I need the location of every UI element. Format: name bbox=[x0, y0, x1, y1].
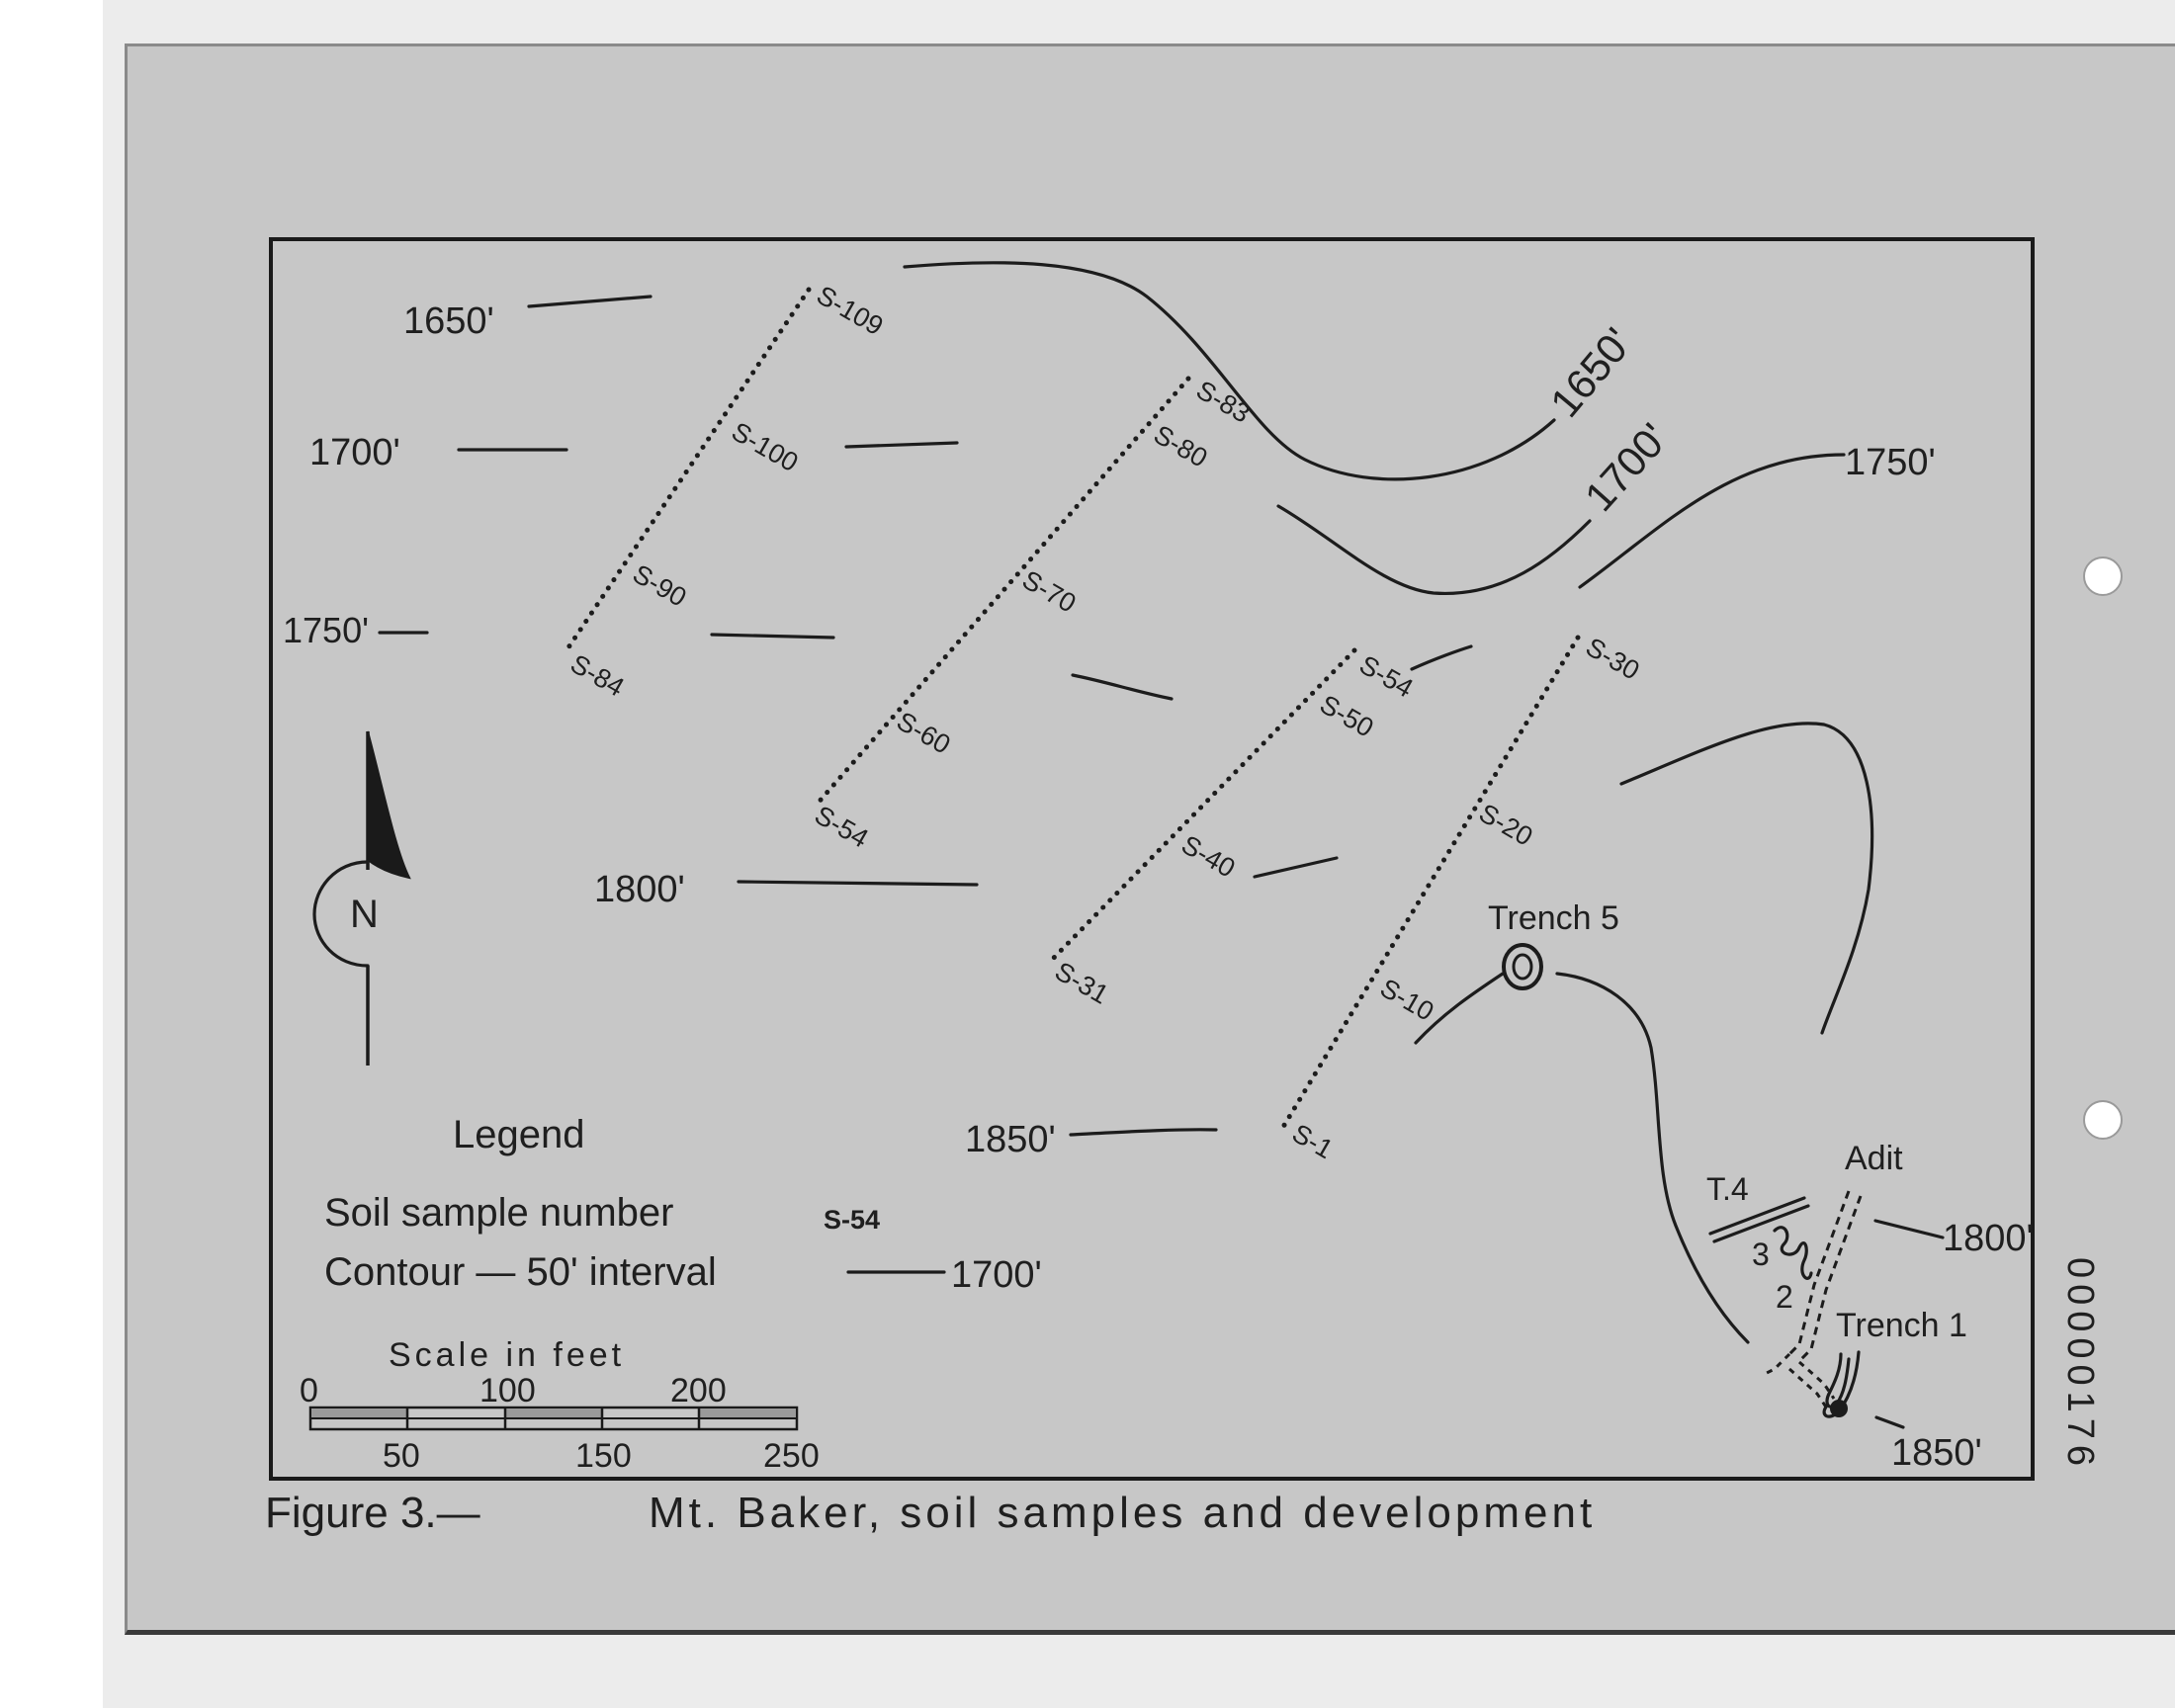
figure-number: Figure 3.— bbox=[265, 1489, 480, 1537]
sample-label: S-109 bbox=[812, 280, 888, 341]
trench-5: Trench 5 bbox=[1488, 899, 1619, 990]
north-arrow-icon: N bbox=[312, 730, 411, 1066]
trench-5-symbol-icon bbox=[1502, 943, 1543, 990]
scale-title: Scale in feet bbox=[389, 1336, 625, 1374]
scale-tick-label: 0 bbox=[300, 1372, 318, 1409]
scale-bar: Scale in feet 0 100 200 50 150 250 bbox=[300, 1336, 820, 1475]
sample-label: S-60 bbox=[892, 706, 955, 760]
figure-caption: Mt. Baker, soil samples and development bbox=[649, 1489, 1596, 1537]
contour-1650 bbox=[527, 261, 1556, 481]
contour-label: 1800' bbox=[594, 869, 685, 910]
scale-tick-label: 100 bbox=[479, 1372, 536, 1409]
scale-tick-label: 250 bbox=[763, 1437, 820, 1475]
contour-label: 1850' bbox=[1891, 1432, 1982, 1474]
contour-label: 1700' bbox=[1576, 414, 1678, 520]
sample-label: S-100 bbox=[727, 416, 803, 477]
contour-label: 1700' bbox=[309, 432, 400, 473]
working-number-label: 3 bbox=[1752, 1237, 1770, 1272]
archive-stamp: 00000176 bbox=[2059, 1257, 2101, 1472]
contour-label: 1650' bbox=[1541, 319, 1641, 426]
sample-label: S-50 bbox=[1315, 689, 1378, 743]
punch-hole-icon bbox=[2083, 1100, 2123, 1140]
scan-margin bbox=[0, 0, 103, 1708]
legend-contour-label: Contour — 50' interval bbox=[324, 1250, 717, 1294]
sample-label: S-80 bbox=[1149, 419, 1212, 473]
contour-1700 bbox=[457, 441, 1592, 595]
sample-label: S-20 bbox=[1474, 798, 1537, 852]
traverse-line bbox=[566, 287, 812, 650]
legend-title: Legend bbox=[453, 1113, 584, 1156]
sample-label: S-40 bbox=[1176, 829, 1240, 884]
sample-label: S-84 bbox=[566, 648, 629, 703]
map-frame bbox=[269, 237, 2035, 1481]
paper-sheet bbox=[125, 43, 2175, 1635]
contour-labels-left: 1650' 1700' 1750' 1800' 1850' bbox=[283, 300, 1056, 1160]
sample-labels: S-109 S-100 S-90 S-84 S-83 S-80 S-70 S-6… bbox=[566, 280, 1644, 1164]
working-number-label: 2 bbox=[1776, 1279, 1793, 1315]
legend-soil-sample-symbol: S-54 bbox=[824, 1205, 880, 1235]
sample-label: S-83 bbox=[1191, 375, 1255, 429]
legend-contour-value: 1700' bbox=[951, 1254, 1042, 1296]
trench-1-label: Trench 1 bbox=[1836, 1307, 1967, 1344]
sample-label: S-30 bbox=[1581, 632, 1644, 686]
traverse-line bbox=[1047, 647, 1357, 965]
contour-label: 1750' bbox=[1845, 442, 1936, 483]
contour-label: 1800' bbox=[1943, 1218, 2034, 1259]
sample-label: S-10 bbox=[1375, 973, 1438, 1027]
adit-area: Adit T.4 3 2 Trench 1 bbox=[1706, 1140, 1967, 1418]
contour-label: 1850' bbox=[965, 1119, 1056, 1160]
t4-label: T.4 bbox=[1706, 1171, 1749, 1207]
contour-1850 bbox=[1069, 972, 1905, 1429]
sample-label: S-31 bbox=[1050, 956, 1113, 1010]
contour-1750 bbox=[378, 453, 1846, 701]
sample-label: S-54 bbox=[1354, 649, 1418, 704]
sample-label: S-70 bbox=[1017, 564, 1081, 619]
sample-label: S-90 bbox=[628, 558, 691, 613]
adit-label: Adit bbox=[1845, 1140, 1903, 1177]
scale-tick-label: 150 bbox=[575, 1437, 632, 1475]
trench-5-label: Trench 5 bbox=[1488, 899, 1619, 937]
sample-traverses bbox=[566, 287, 1581, 1130]
north-letter: N bbox=[350, 893, 379, 936]
scale-tick-label: 200 bbox=[670, 1372, 727, 1409]
traverse-line bbox=[813, 376, 1191, 809]
punch-hole-icon bbox=[2083, 556, 2123, 596]
scale-tick-label: 50 bbox=[383, 1437, 420, 1475]
contour-label: 1650' bbox=[403, 300, 494, 342]
sample-label: S-1 bbox=[1287, 1118, 1338, 1164]
contour-label: 1750' bbox=[283, 610, 369, 650]
legend-soil-sample-label: Soil sample number bbox=[324, 1191, 674, 1235]
legend: Legend Soil sample number S-54 Contour —… bbox=[324, 1113, 1042, 1296]
sample-label: S-54 bbox=[810, 800, 873, 854]
contour-1800 bbox=[737, 722, 1945, 1239]
